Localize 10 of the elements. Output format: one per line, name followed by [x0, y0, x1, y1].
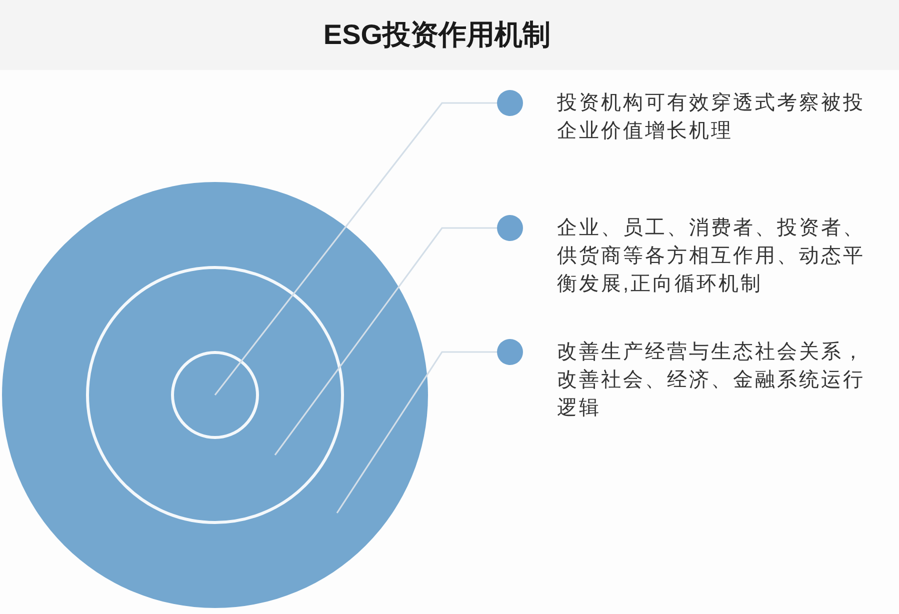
title: ESG投资作用机制: [323, 18, 551, 52]
callout-text: 企业、员工、消费者、投资者、供货商等各方相互作用、动态平衡发展,正向循环机制: [557, 216, 866, 297]
inner-ring: [171, 351, 259, 439]
middle-ring: [86, 266, 344, 524]
leader-line: [336, 351, 497, 514]
callout-text: 改善生产经营与生态社会关系，改善社会、经济、金融系统运行逻辑: [557, 340, 866, 421]
leader-line: [214, 102, 497, 396]
outer-circle: [2, 182, 428, 608]
leader-line: [274, 227, 497, 456]
callout-text: 投资机构可有效穿透式考察被投企业价值增长机理: [557, 91, 866, 144]
